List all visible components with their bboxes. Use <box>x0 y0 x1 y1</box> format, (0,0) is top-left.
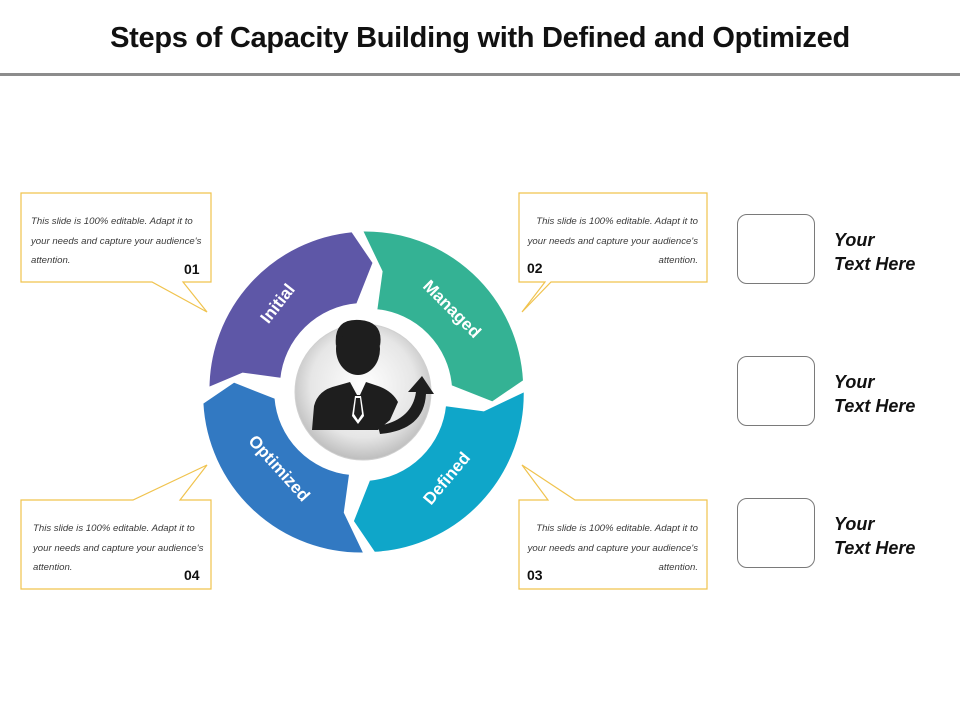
segment-initial <box>207 230 375 390</box>
side-text-3-line2: Text Here <box>834 538 916 558</box>
callout-text-02: This slide is 100% editable. Adapt it to… <box>527 216 698 266</box>
side-text-2: Your Text Here <box>834 370 944 418</box>
step-number-04: 04 <box>184 567 200 583</box>
segment-defined <box>351 389 526 554</box>
step-number-01: 01 <box>184 261 200 277</box>
callout-box-02 <box>518 192 708 313</box>
side-text-2-line1: Your <box>834 372 875 392</box>
businessman-growth-arrow-icon <box>312 319 434 434</box>
page-title: Steps of Capacity Building with Defined … <box>110 22 850 54</box>
side-text-3: Your Text Here <box>834 512 944 560</box>
callout-text-04: This slide is 100% editable. Adapt it to… <box>33 523 204 573</box>
side-text-1-line2: Text Here <box>834 254 916 274</box>
step-number-02: 02 <box>527 260 543 276</box>
side-icon-box-3 <box>737 498 815 568</box>
segment-managed <box>360 229 526 404</box>
callout-box-04 <box>20 464 212 590</box>
callout-text-01: This slide is 100% editable. Adapt it to… <box>31 216 202 266</box>
side-text-1: Your Text Here <box>834 228 944 276</box>
callout-box-01 <box>20 192 212 313</box>
side-icon-box-1 <box>737 214 815 284</box>
side-text-2-line2: Text Here <box>834 396 916 416</box>
side-text-3-line1: Your <box>834 514 875 534</box>
side-text-1-line1: Your <box>834 230 875 250</box>
step-number-03: 03 <box>527 567 543 583</box>
callout-box-03 <box>518 464 708 590</box>
callout-text-03: This slide is 100% editable. Adapt it to… <box>527 523 698 573</box>
title-divider <box>0 73 960 76</box>
segment-optimized <box>201 380 366 555</box>
side-icon-box-2 <box>737 356 815 426</box>
